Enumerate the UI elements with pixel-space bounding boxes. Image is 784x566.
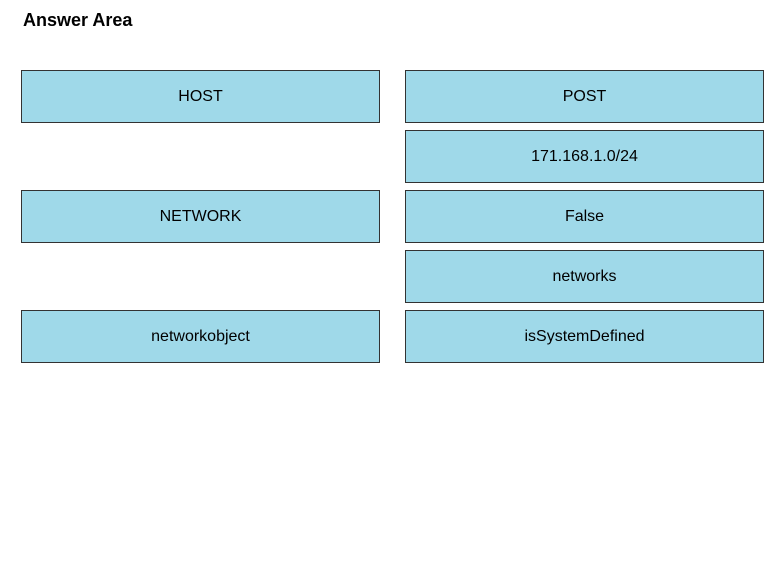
drag-item-label: isSystemDefined [524, 327, 645, 345]
drag-item-false[interactable]: False [405, 190, 764, 243]
drag-item-ip-range[interactable]: 171.168.1.0/24 [405, 130, 764, 183]
answer-area-title: Answer Area [23, 10, 133, 30]
drag-item-networkobject[interactable]: networkobject [21, 310, 380, 363]
drag-item-label: networkobject [151, 327, 250, 345]
drag-item-label: POST [562, 87, 607, 105]
drag-item-label: 171.168.1.0/24 [531, 147, 638, 165]
drag-item-label: False [564, 207, 605, 225]
drag-item-post[interactable]: POST [405, 70, 764, 123]
drag-item-host[interactable]: HOST [21, 70, 380, 123]
drag-item-label: HOST [178, 87, 223, 105]
drag-item-network[interactable]: NETWORK [21, 190, 380, 243]
drag-item-label: networks [552, 267, 617, 285]
drag-item-networks[interactable]: networks [405, 250, 764, 303]
drag-item-issystemdefined[interactable]: isSystemDefined [405, 310, 764, 363]
drag-item-label: NETWORK [159, 207, 242, 225]
